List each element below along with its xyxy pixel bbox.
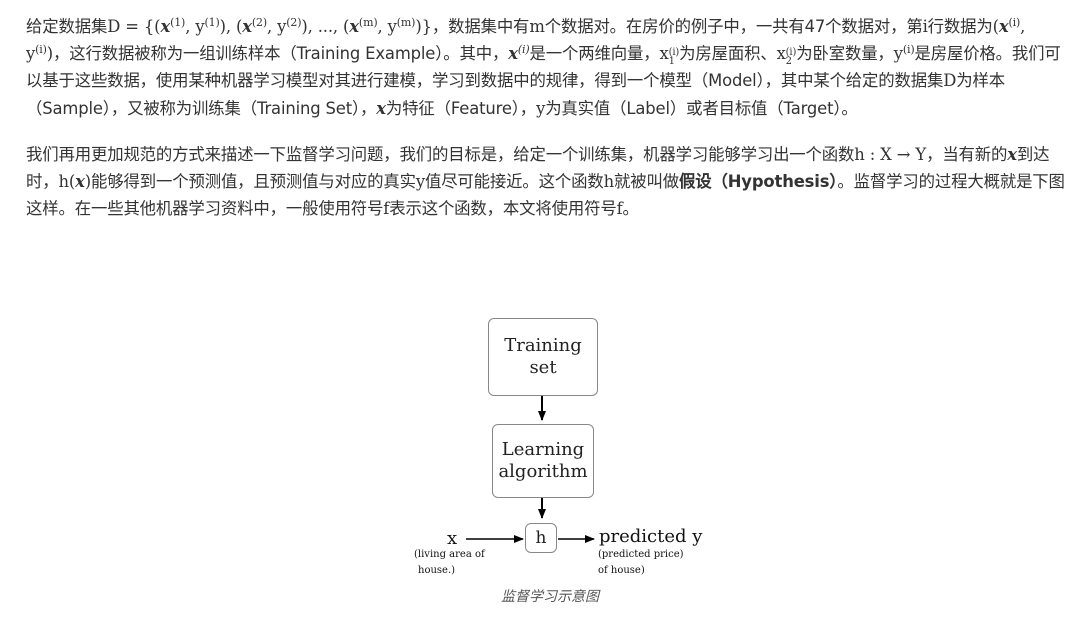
text: 。 [622,199,639,219]
text: 个数据对。在房价的例子中，一共有47个数据对，第 [544,17,923,36]
text: 为特征（Feature）， [385,98,537,118]
text: 为样本（Sample），又被称为训练集（Training Set）， [26,71,1005,118]
math-sup: (i) [902,43,915,57]
math-D: D [107,17,121,36]
math: )} [415,17,432,36]
text: 是一个两维向量， [529,44,660,64]
learning-algorithm-box: Learning algorithm [492,424,594,498]
math-x2: x [776,44,786,64]
training-set-label: Training [504,335,582,356]
math: , [377,17,388,36]
input-x-label: x [447,528,458,549]
math-sup: (1) [170,16,186,29]
text: 我们再用更加规范的方式来描述一下监督学习问题，我们的目标是，给定一个训练集，机器… [26,144,855,164]
math-sup: (i) [668,47,680,59]
math-D: D [943,71,957,91]
math: ( [992,17,999,36]
learning-algorithm-label: algorithm [498,461,588,482]
math-y: y [26,44,36,64]
text: 到达时， [26,144,1050,192]
diagram-arrows [466,396,595,543]
math-supsub: (i)1 [668,47,680,68]
hypothesis-box: h [525,523,557,553]
math-sup: (m) [358,16,378,29]
math-y: y [893,44,903,64]
input-note: (living area of [414,549,485,560]
math: , [266,17,278,36]
math-sup: (i) [1008,16,1021,29]
math-sup: (i) [785,47,797,59]
input-note: house.) [418,565,456,576]
math-x: x [75,172,85,192]
text: 行数据为 [927,17,993,36]
article-body: 给定数据集D = {(x(1), y(1)), (x(2), y(2)), ..… [0,0,1085,222]
math-h: h [603,172,615,192]
hypothesis-label: h [535,528,547,548]
math: ) [46,44,54,64]
math-x: x [376,98,386,118]
math: , [1020,17,1026,36]
math: ) [84,172,92,192]
output-predicted-y-label: predicted y [599,526,703,547]
math-sup: (i) [35,43,47,57]
text: 是房屋价格。我们可以基于这些数据，使用某种机器学习模型对其进行建模，学习到数据中… [26,44,1061,91]
figure-caption: 监督学习示意图 [501,589,599,605]
math-y: y [415,172,425,192]
supervised-learning-diagram: Training set Learning algorithm h x (liv… [410,312,710,612]
math-sub: 2 [785,56,792,68]
text: 。监督学习的过程大概就是下图这样。在一些其他机器学习资料中，一般使用符号 [26,172,1065,219]
math-y: y [195,17,205,36]
bold-term-hypothesis: 假设（Hypothesis） [679,172,838,192]
math: ), ..., ( [301,17,350,36]
math-supsub: (i)2 [785,47,797,68]
math-i: i [922,17,928,36]
output-note: of house) [598,565,645,576]
math-x: x [349,17,359,36]
text: 值尽可能接近。这个函数 [424,172,604,192]
text: ，当有新的 [926,144,1008,164]
math-x: x [998,17,1009,36]
math: ), ( [219,17,243,36]
text: 为真实值（Label）或者目标值（Target）。 [545,98,858,118]
text: 为卧室数量， [796,44,894,64]
math-x1: x [659,44,669,64]
math: h( [58,172,76,192]
text: 就被叫做 [614,172,679,192]
math-sup: (i) [517,43,530,57]
output-note: (predicted price) [598,549,684,560]
math-sup: (m) [396,16,416,29]
math: = {( [120,17,161,36]
training-set-label: set [529,357,557,378]
math-sup: (2) [251,16,267,29]
learning-algorithm-label: Learning [501,439,585,460]
text: 能够得到一个预测值，且预测值与对应的真实 [91,172,416,192]
math-m: m [529,17,545,36]
math: , [185,17,196,36]
math-f: f [383,199,390,219]
text: 给定数据集 [26,17,108,36]
math-sup: (2) [286,16,302,29]
paragraph-hypothesis: 我们再用更加规范的方式来描述一下监督学习问题，我们的目标是，给定一个训练集，机器… [26,141,1067,223]
math-y: y [536,98,546,118]
text: 为房屋面积、 [679,44,777,64]
math-x: x [160,17,171,36]
text: 表示这个函数，本文将使用符号 [389,199,617,219]
math-function: h : X → Y [854,144,927,164]
math-f: f [616,199,623,219]
math-sub: 1 [668,56,675,68]
text: ，这行数据被称为一组训练样本（Training Example）。其中， [53,44,509,64]
paragraph-dataset-definition: 给定数据集D = {(x(1), y(1)), (x(2), y(2)), ..… [26,13,1067,122]
math-y: y [277,17,287,36]
math-sup: (1) [204,16,220,29]
math-y: y [387,17,397,36]
math-x: x [1007,144,1017,164]
math-x: x [242,17,252,36]
text: ，数据集中有 [431,17,530,36]
math-x: x [508,44,518,64]
training-set-box: Training set [488,318,598,396]
